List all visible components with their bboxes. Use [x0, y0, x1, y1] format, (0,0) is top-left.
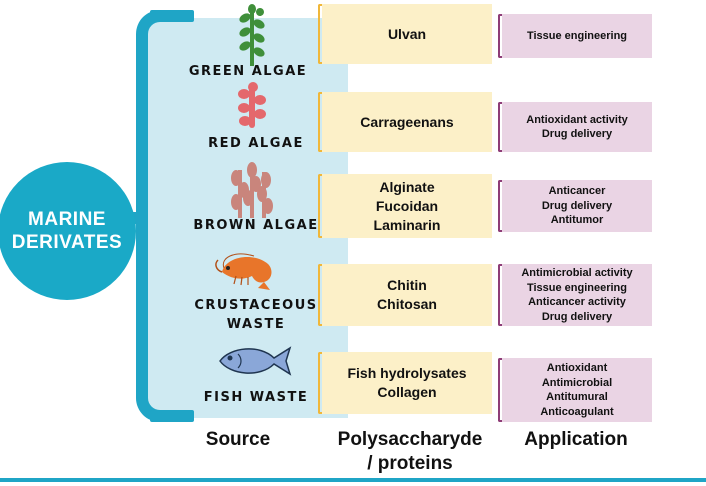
- poly-box-alginate: Alginate Fucoidan Laminarin: [322, 174, 492, 238]
- app-box-tissue-engineering: Tissue engineering: [502, 14, 652, 58]
- poly-text: Fish hydrolysates Collagen: [347, 365, 467, 400]
- source-label-brown-algae: BROWN ALGAE: [193, 218, 319, 233]
- poly-box-carrageenans: Carrageenans: [322, 92, 492, 152]
- fish-icon: [219, 346, 292, 376]
- header-polysaccharyde: Polysaccharyde / proteins: [337, 429, 483, 474]
- app-box-anticancer: Anticancer Drug delivery Antitumor: [502, 180, 652, 232]
- app-bracket: [498, 264, 504, 326]
- header-source: Source: [205, 429, 271, 450]
- source-label-green-algae: GREEN ALGAE: [188, 64, 308, 79]
- poly-box-chitin: Chitin Chitosan: [322, 264, 492, 326]
- poly-bracket: [318, 264, 324, 326]
- poly-box-fish-hydrolysates: Fish hydrolysates Collagen: [322, 352, 492, 414]
- poly-bracket: [318, 352, 324, 414]
- app-text: Antimicrobial activity Tissue engineerin…: [521, 267, 633, 323]
- app-text: Anticancer Drug delivery Antitumor: [541, 185, 613, 227]
- app-bracket: [498, 14, 504, 58]
- red-algae-icon: [238, 82, 266, 128]
- bracket-bottom-cap: [150, 410, 194, 422]
- app-box-antioxidant-drug: Antioxidant activity Drug delivery: [502, 102, 652, 152]
- source-bracket: [136, 10, 176, 422]
- source-label-crustaceous-waste: CRUSTACEOUS WASTE: [194, 298, 318, 332]
- poly-text: Chitin Chitosan: [377, 277, 437, 312]
- bracket-top-cap: [150, 10, 194, 22]
- app-text: Antioxidant activity Drug delivery: [526, 113, 628, 141]
- poly-text: Alginate Fucoidan Laminarin: [373, 178, 441, 233]
- brown-algae-icon: [231, 162, 273, 218]
- source-label-red-algae: RED ALGAE: [208, 136, 304, 151]
- app-bracket: [498, 358, 504, 422]
- app-box-antioxidant-anticoagulant: Antioxidant Antimicrobial Antitumural An…: [502, 358, 652, 422]
- green-algae-icon: [239, 4, 265, 66]
- app-bracket: [498, 102, 504, 152]
- poly-bracket: [318, 4, 324, 64]
- poly-bracket: [318, 92, 324, 152]
- app-box-antimicrobial: Antimicrobial activity Tissue engineerin…: [502, 264, 652, 326]
- poly-text: Carrageenans: [360, 113, 454, 130]
- app-text: Tissue engineering: [526, 29, 628, 42]
- marine-derivates-label: MARINE DERIVATES: [11, 209, 123, 253]
- shrimp-icon: [215, 253, 272, 290]
- bottom-rule: [0, 478, 706, 482]
- source-label-fish-waste: FISH WASTE: [203, 390, 309, 405]
- marine-derivates-node: MARINE DERIVATES: [0, 162, 136, 300]
- app-text: Antioxidant Antimicrobial Antitumural An…: [540, 362, 614, 418]
- poly-bracket: [318, 174, 324, 238]
- app-bracket: [498, 180, 504, 232]
- header-application: Application: [524, 429, 628, 450]
- poly-text: Ulvan: [387, 25, 427, 42]
- poly-box-ulvan: Ulvan: [322, 4, 492, 64]
